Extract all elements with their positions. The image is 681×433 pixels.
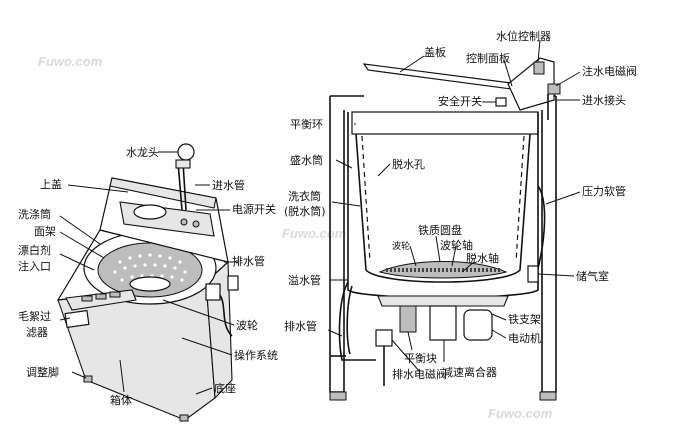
inlet-pipe-shape	[177, 161, 183, 211]
label-water-level-controller: 水位控制器	[496, 29, 551, 43]
leveling-foot-shape	[83, 375, 93, 383]
label-bleach-inlet-line2: 注入口	[18, 259, 51, 273]
label-leveling-foot: 调整脚	[26, 365, 59, 379]
label-lid-board: 盖板	[424, 45, 446, 59]
pressure-hose-shape	[535, 185, 546, 277]
left-leader-lines	[59, 151, 238, 395]
cabinet-right-wall	[541, 96, 557, 393]
pulsator-shape	[129, 276, 171, 292]
label-lint-filter-line1: 毛絮过	[18, 309, 51, 323]
label-iron-bracket: 铁支架	[508, 313, 541, 326]
label-lint-filter-line2: 滤器	[26, 326, 48, 339]
overflow-pipe-shape	[338, 281, 376, 361]
label-spin-shaft: 脱水轴	[466, 251, 499, 265]
control-dial	[133, 204, 167, 220]
label-laundry-tub-line1: 洗衣筒	[288, 189, 321, 203]
lint-filter-shape	[64, 309, 90, 329]
air-chamber-shape	[527, 265, 539, 283]
label-air-chamber: 储气室	[576, 269, 609, 283]
label-iron-disc: 铁质圆盘	[418, 223, 462, 237]
reduction-clutch-shape	[429, 305, 457, 341]
indicator-knob	[192, 220, 200, 228]
motor-shape	[463, 309, 493, 341]
label-motor: 电动机	[508, 331, 541, 345]
label-drain-solenoid: 排水电磁阀	[392, 367, 447, 381]
power-plug	[227, 275, 239, 291]
balance-block-shape	[399, 305, 417, 333]
balance-ring-shape	[351, 111, 539, 135]
right-leader-lines	[327, 39, 581, 373]
label-control-panel: 控制面板	[466, 51, 510, 65]
label-face-frame: 面架	[34, 225, 56, 238]
label-spin-holes: 脱水孔	[392, 157, 425, 171]
inlet-solenoid-shape	[547, 83, 561, 95]
label-wash-tub: 洗涤筒	[18, 207, 51, 221]
spin-tub-shape	[355, 133, 531, 283]
watermark-top-left: Fuwo.com	[38, 54, 103, 69]
power-switch-knob	[180, 218, 188, 226]
washer-cross-section	[329, 57, 561, 401]
label-laundry-tub-line2: (脱水筒)	[284, 204, 326, 218]
label-safety-switch: 安全开关	[438, 94, 482, 108]
drain-solenoid-shape	[375, 329, 393, 347]
label-base: 底座	[214, 381, 236, 395]
control-button-2	[95, 293, 107, 300]
label-drain-pipe-right: 排水管	[284, 319, 317, 333]
label-top-lid: 上盖	[40, 177, 62, 191]
label-outer-tub: 盛水筒	[290, 153, 323, 167]
label-control-system: 操作系统	[234, 348, 278, 362]
label-reduction-clutch: 减速离合器	[442, 365, 497, 379]
control-panel-box	[507, 57, 555, 111]
iron-bracket-shape	[377, 295, 509, 307]
label-balance-ring: 平衡环	[290, 118, 323, 131]
lid-edge	[109, 177, 217, 209]
faucet-shape	[177, 143, 195, 161]
water-level-controller-shape	[533, 61, 545, 75]
label-balance-block: 平衡块	[404, 352, 437, 365]
safety-switch-shape	[495, 97, 507, 107]
watermark-bottom-right: Fuwo.com	[488, 406, 553, 421]
label-drain-pipe-left: 排水管	[232, 254, 265, 268]
control-button-1	[81, 295, 93, 302]
label-pulsator-shaft: 波轮轴	[440, 238, 473, 252]
watermark-center: Fuwo.com	[282, 226, 347, 241]
label-pulsator-left: 波轮	[236, 318, 258, 332]
label-inlet-pipe: 进水管	[212, 178, 245, 192]
label-power-switch: 电源开关	[232, 202, 276, 216]
label-cabinet: 箱体	[110, 393, 132, 407]
lid-board-shape	[362, 63, 535, 93]
label-pulsator-right: 波轮	[392, 240, 410, 252]
cabinet-left-wall	[329, 96, 345, 393]
label-overflow-pipe: 溢水管	[288, 273, 321, 287]
label-inlet-connector: 进水接头	[582, 94, 626, 107]
washer-exterior-illustration	[56, 143, 239, 422]
label-inlet-solenoid: 注水电磁阀	[582, 64, 637, 78]
label-bleach-inlet-line1: 漂白剂	[18, 243, 51, 257]
label-pressure-hose: 压力软管	[582, 184, 626, 198]
label-faucet: 水龙头	[126, 146, 159, 159]
control-button-3	[109, 291, 121, 298]
